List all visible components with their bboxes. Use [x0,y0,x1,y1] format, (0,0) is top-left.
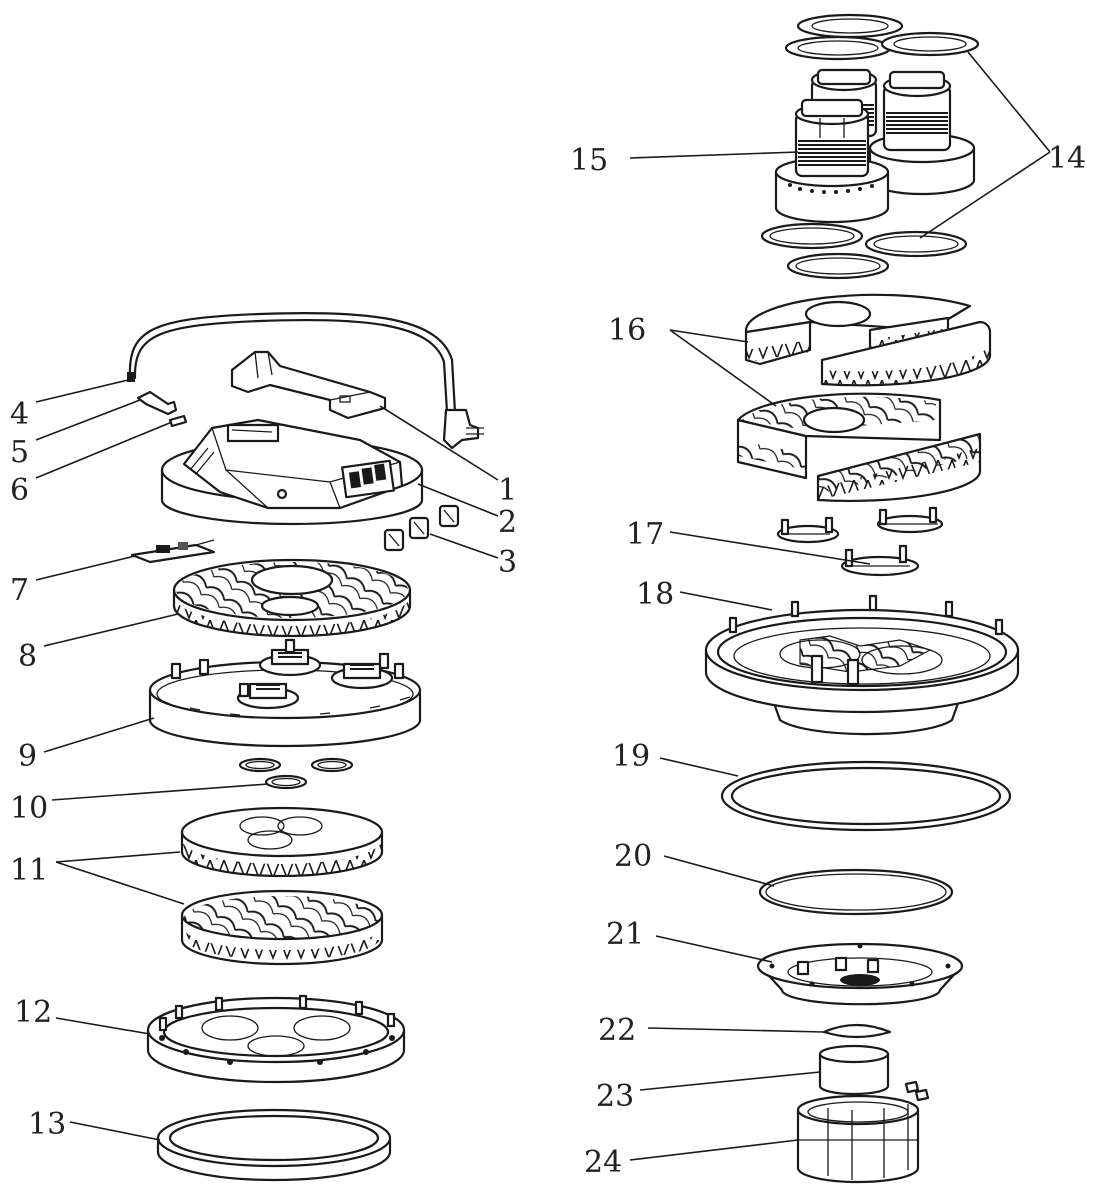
leader-lines [35,51,1051,1161]
large-gasket [720,760,1012,832]
seal-rings-bottom [760,222,968,280]
label-part-7: 7 [10,573,29,608]
base-stand [796,1094,920,1184]
label-part-4: 4 [10,397,29,432]
swirl-rotor [172,558,412,638]
label-part-17: 17 [626,517,664,552]
circuit-board [130,539,216,564]
part-labels: 1 2 3 4 5 6 7 8 9 10 11 12 13 14 15 16 1… [10,141,1086,1180]
label-part-18: 18 [636,577,674,612]
label-part-11: 11 [10,853,48,888]
label-part-23: 23 [596,1079,634,1114]
cylinder-sleeve [818,1044,890,1096]
clip-part [168,414,188,428]
base-plate [148,638,422,748]
motor-assembly [774,68,976,224]
label-part-2: 2 [498,505,517,540]
main-housing-bowl [704,594,1020,736]
knobs-part [383,504,460,552]
bottom-cover [756,942,964,1006]
label-part-22: 22 [598,1013,636,1048]
label-part-1: 1 [498,473,517,508]
label-part-19: 19 [612,739,650,774]
label-part-12: 12 [14,995,52,1030]
bracket-part [230,350,387,420]
label-part-15: 15 [570,143,608,178]
flat-gasket [758,868,954,916]
label-part-9: 9 [18,739,37,774]
seal-rings-top [784,13,980,61]
label-part-5: 5 [10,435,29,470]
ring-housing [146,994,406,1084]
label-part-10: 10 [10,791,48,826]
gear-disc-upper [180,806,384,878]
label-part-3: 3 [498,545,517,580]
gear-plates-lower [736,392,982,503]
bottom-ring [156,1108,392,1182]
gear-plates-upper [744,293,992,387]
small-rings [238,757,354,790]
label-part-21: 21 [606,917,644,952]
label-part-24: 24 [584,1145,622,1180]
label-part-20: 20 [614,839,652,874]
label-part-16: 16 [608,313,646,348]
gear-disc-lower [180,889,384,966]
screws [904,1080,930,1102]
label-part-13: 13 [28,1107,66,1142]
power-cable [127,311,484,450]
label-part-6: 6 [10,473,29,508]
dome-lens [822,1023,892,1039]
pin-part [136,390,178,416]
spider-couplings [776,506,944,577]
label-part-14: 14 [1048,141,1086,176]
label-part-8: 8 [18,639,37,674]
top-housing [160,418,424,526]
